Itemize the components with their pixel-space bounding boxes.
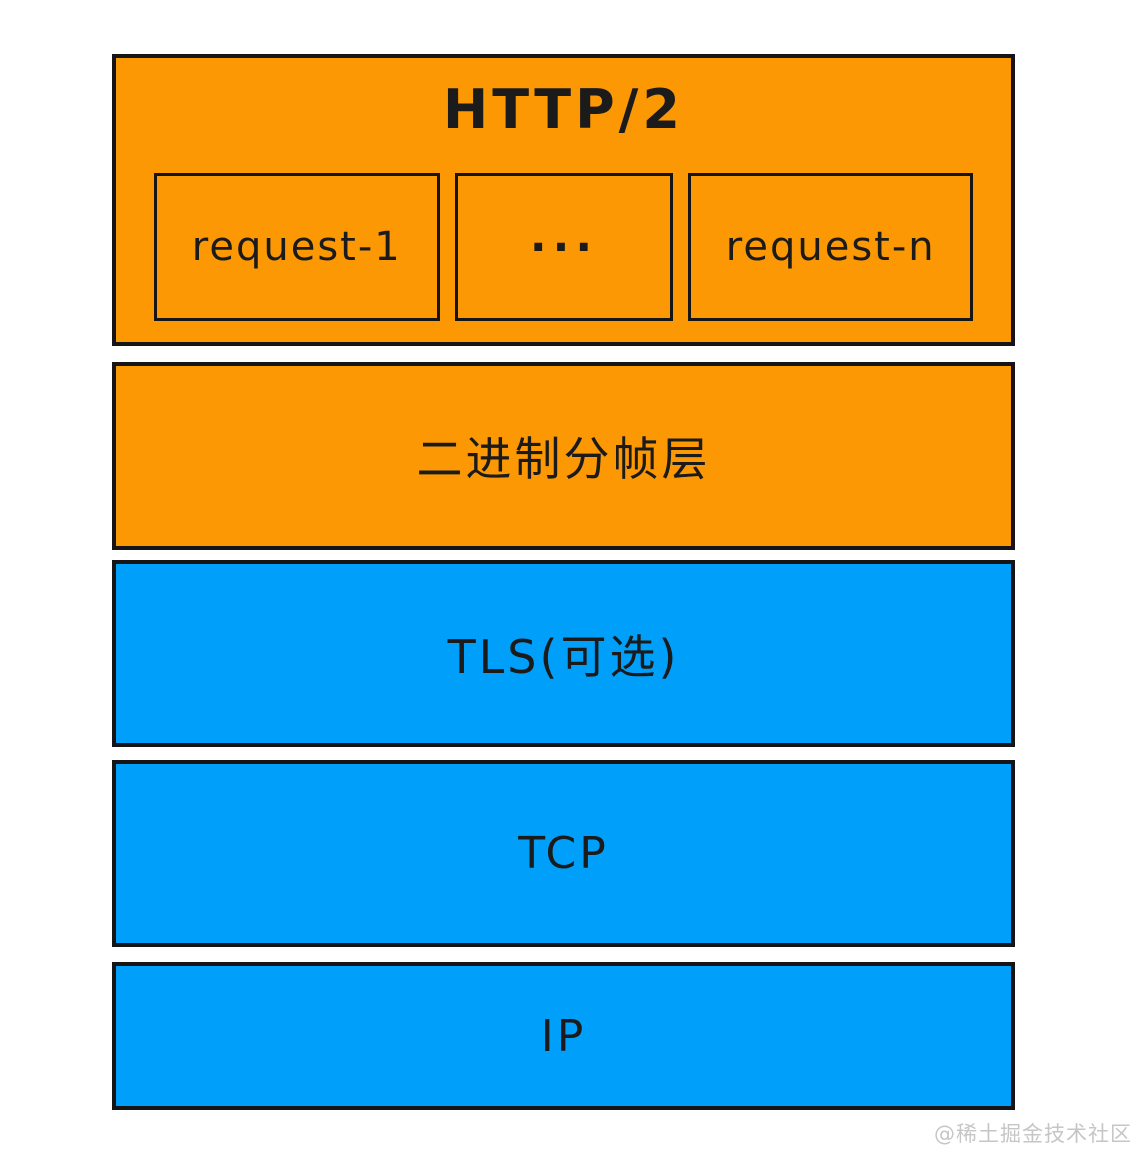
binary-framing-label: 二进制分帧层 (416, 432, 711, 486)
protocol-stack: HTTP/2 request-1 ··· request-n 二进制分帧层 TL… (112, 0, 1015, 1110)
layer-binary-framing: 二进制分帧层 (112, 362, 1015, 550)
request-n-label: request-n (725, 224, 936, 270)
request-1-box: request-1 (154, 173, 440, 321)
layer-http2: HTTP/2 request-1 ··· request-n (112, 54, 1015, 346)
request-row: request-1 ··· request-n (116, 173, 1011, 321)
layer-tls: TLS(可选) (112, 560, 1015, 747)
layer-ip: IP (112, 962, 1015, 1110)
http2-title: HTTP/2 (443, 78, 684, 141)
request-ellipsis-box: ··· (454, 173, 674, 321)
request-1-label: request-1 (191, 224, 402, 270)
request-ellipsis-label: ··· (529, 221, 599, 273)
tcp-label: TCP (518, 828, 609, 879)
ip-label: IP (540, 1010, 587, 1062)
tls-label: TLS(可选) (447, 629, 680, 684)
layer-tcp: TCP (112, 760, 1015, 947)
watermark: @稀土掘金技术社区 (934, 1122, 1132, 1146)
request-n-box: request-n (688, 173, 973, 321)
